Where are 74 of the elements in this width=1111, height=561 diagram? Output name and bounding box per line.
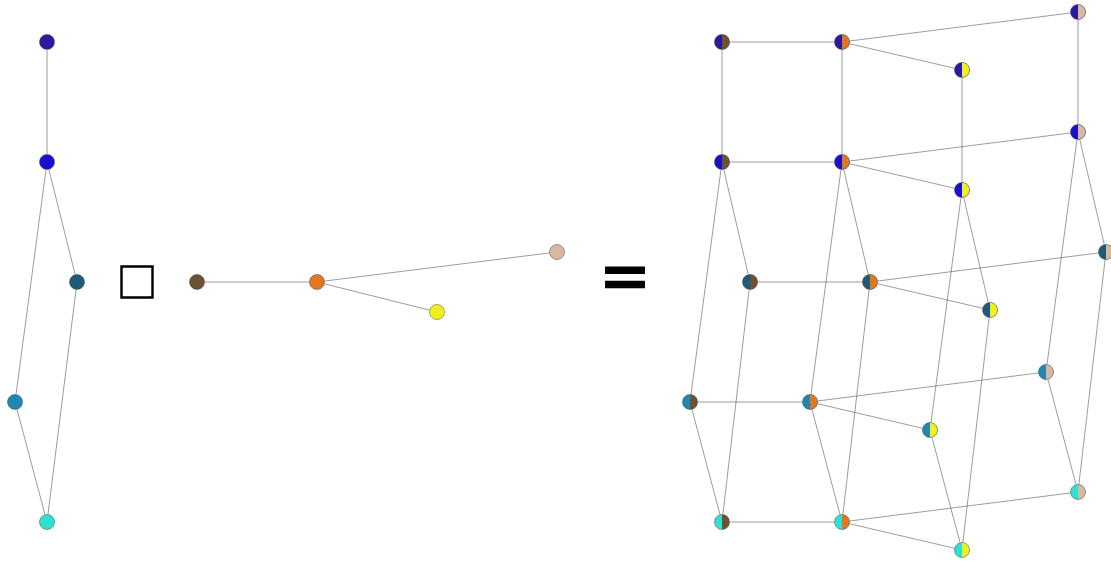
- graph-vertex: [7, 394, 23, 410]
- graph-edge: [729, 521, 835, 523]
- graph-edge: [1079, 139, 1105, 245]
- graph-edge: [48, 169, 76, 275]
- graph-edge: [722, 289, 750, 515]
- graph-edge: [729, 161, 835, 163]
- product-vertex: [834, 514, 850, 530]
- graph-edge: [723, 169, 749, 275]
- graph-edge: [841, 49, 843, 155]
- graph-edge: [817, 372, 1039, 402]
- graph-edge: [1077, 19, 1079, 125]
- product-vertex: [1070, 4, 1086, 20]
- graph-edge: [842, 289, 870, 515]
- graph-edge: [1046, 139, 1078, 365]
- graph-edge: [324, 283, 430, 311]
- graph-vertex: [39, 514, 55, 530]
- graph-edge: [849, 43, 955, 69]
- product-vertex: [714, 34, 730, 50]
- product-vertex: [1070, 124, 1086, 140]
- product-vertex: [862, 274, 878, 290]
- graph-edge: [204, 281, 310, 283]
- product-vertex: [1038, 364, 1054, 380]
- graph-vertex: [549, 244, 565, 260]
- graph-edge: [849, 523, 955, 549]
- graph-edge: [721, 49, 723, 155]
- product-vertex: [1098, 244, 1111, 260]
- graph-vertex: [69, 274, 85, 290]
- graph-vertex: [189, 274, 205, 290]
- graph-edge: [729, 41, 835, 43]
- graph-edge: [757, 281, 863, 283]
- graph-edge: [817, 403, 923, 429]
- graph-edge: [1047, 379, 1077, 485]
- graph-edge: [15, 169, 47, 395]
- graph-edge: [47, 289, 77, 515]
- product-vertex: [954, 62, 970, 78]
- graph-edge: [324, 252, 550, 282]
- graph-edge: [691, 409, 721, 515]
- graph-edge: [16, 409, 46, 515]
- graph-edge: [877, 252, 1099, 282]
- product-vertex: [742, 274, 758, 290]
- graph-edge: [843, 169, 869, 275]
- graph-edge: [849, 132, 1071, 162]
- graph-edge: [849, 492, 1071, 522]
- graph-vertex: [39, 154, 55, 170]
- graph-edge: [690, 169, 722, 395]
- graph-edge: [811, 409, 841, 515]
- product-vertex: [682, 394, 698, 410]
- graph-edge: [849, 163, 955, 189]
- product-vertex: [1070, 484, 1086, 500]
- graph-vertex: [309, 274, 325, 290]
- graph-edge: [931, 437, 961, 543]
- product-vertex: [982, 302, 998, 318]
- product-vertex: [954, 182, 970, 198]
- graph-edge: [930, 197, 962, 423]
- product-operator: □: [120, 265, 154, 299]
- equals-sign: =: [605, 266, 645, 289]
- graph-edge: [849, 12, 1071, 42]
- product-vertex: [714, 154, 730, 170]
- graph-vertex: [429, 304, 445, 320]
- product-vertex: [954, 542, 970, 558]
- graph-edge: [810, 169, 842, 395]
- product-vertex: [714, 514, 730, 530]
- graph-edge: [962, 317, 990, 543]
- graph-edge: [1078, 259, 1106, 485]
- product-vertex: [834, 34, 850, 50]
- graph-edge: [963, 197, 989, 303]
- graph-edge: [46, 49, 48, 155]
- product-vertex: [802, 394, 818, 410]
- graph-edge: [697, 401, 803, 403]
- graph-edge: [961, 77, 963, 183]
- graph-vertex: [39, 34, 55, 50]
- product-vertex: [834, 154, 850, 170]
- product-vertex: [922, 422, 938, 438]
- graph-edge: [877, 283, 983, 309]
